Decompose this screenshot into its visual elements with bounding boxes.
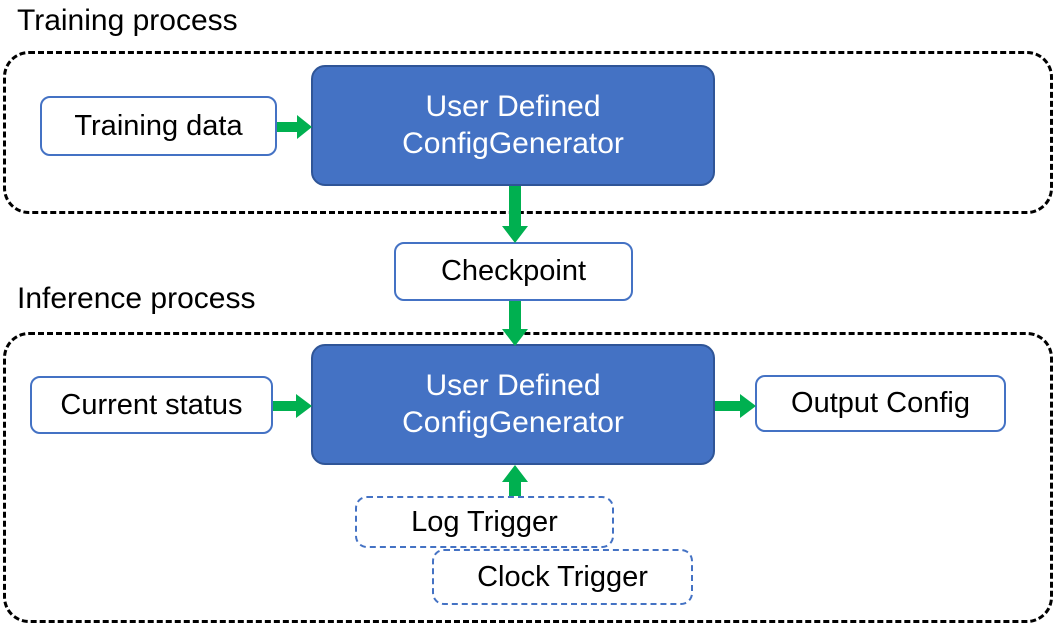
- node-generator-inference-line2: ConfigGenerator: [402, 405, 624, 439]
- node-current-status[interactable]: Current status: [30, 376, 273, 434]
- node-log-trigger[interactable]: Log Trigger: [355, 496, 614, 548]
- node-checkpoint-label: Checkpoint: [440, 255, 587, 288]
- arrow-training-data-to-generator-icon: [277, 112, 313, 142]
- node-user-defined-configgenerator-training[interactable]: User Defined ConfigGenerator: [311, 65, 715, 186]
- training-process-container: [3, 51, 1053, 214]
- node-generator-training-line2: ConfigGenerator: [402, 126, 624, 160]
- arrow-generator-to-checkpoint-icon: [500, 186, 530, 244]
- node-training-data[interactable]: Training data: [40, 96, 277, 156]
- arrow-log-trigger-to-generator-icon: [500, 465, 530, 499]
- arrow-current-status-to-generator-icon: [273, 391, 313, 421]
- node-output-config-label: Output Config: [791, 387, 970, 420]
- node-clock-trigger-label: Clock Trigger: [477, 560, 648, 593]
- inference-process-title: Inference process: [17, 282, 256, 315]
- arrow-checkpoint-to-generator-icon: [500, 301, 530, 347]
- node-generator-training-line1: User Defined: [425, 89, 601, 123]
- node-current-status-label: Current status: [60, 388, 243, 421]
- node-output-config[interactable]: Output Config: [755, 375, 1006, 432]
- node-training-data-label: Training data: [74, 109, 243, 142]
- node-log-trigger-label: Log Trigger: [411, 505, 558, 538]
- node-user-defined-configgenerator-inference[interactable]: User Defined ConfigGenerator: [311, 344, 715, 465]
- inference-process-container: [3, 332, 1053, 623]
- arrow-generator-to-output-config-icon: [715, 391, 757, 421]
- node-checkpoint[interactable]: Checkpoint: [394, 242, 633, 301]
- training-process-title: Training process: [17, 4, 238, 37]
- node-clock-trigger[interactable]: Clock Trigger: [432, 549, 693, 605]
- node-generator-inference-line1: User Defined: [425, 368, 601, 402]
